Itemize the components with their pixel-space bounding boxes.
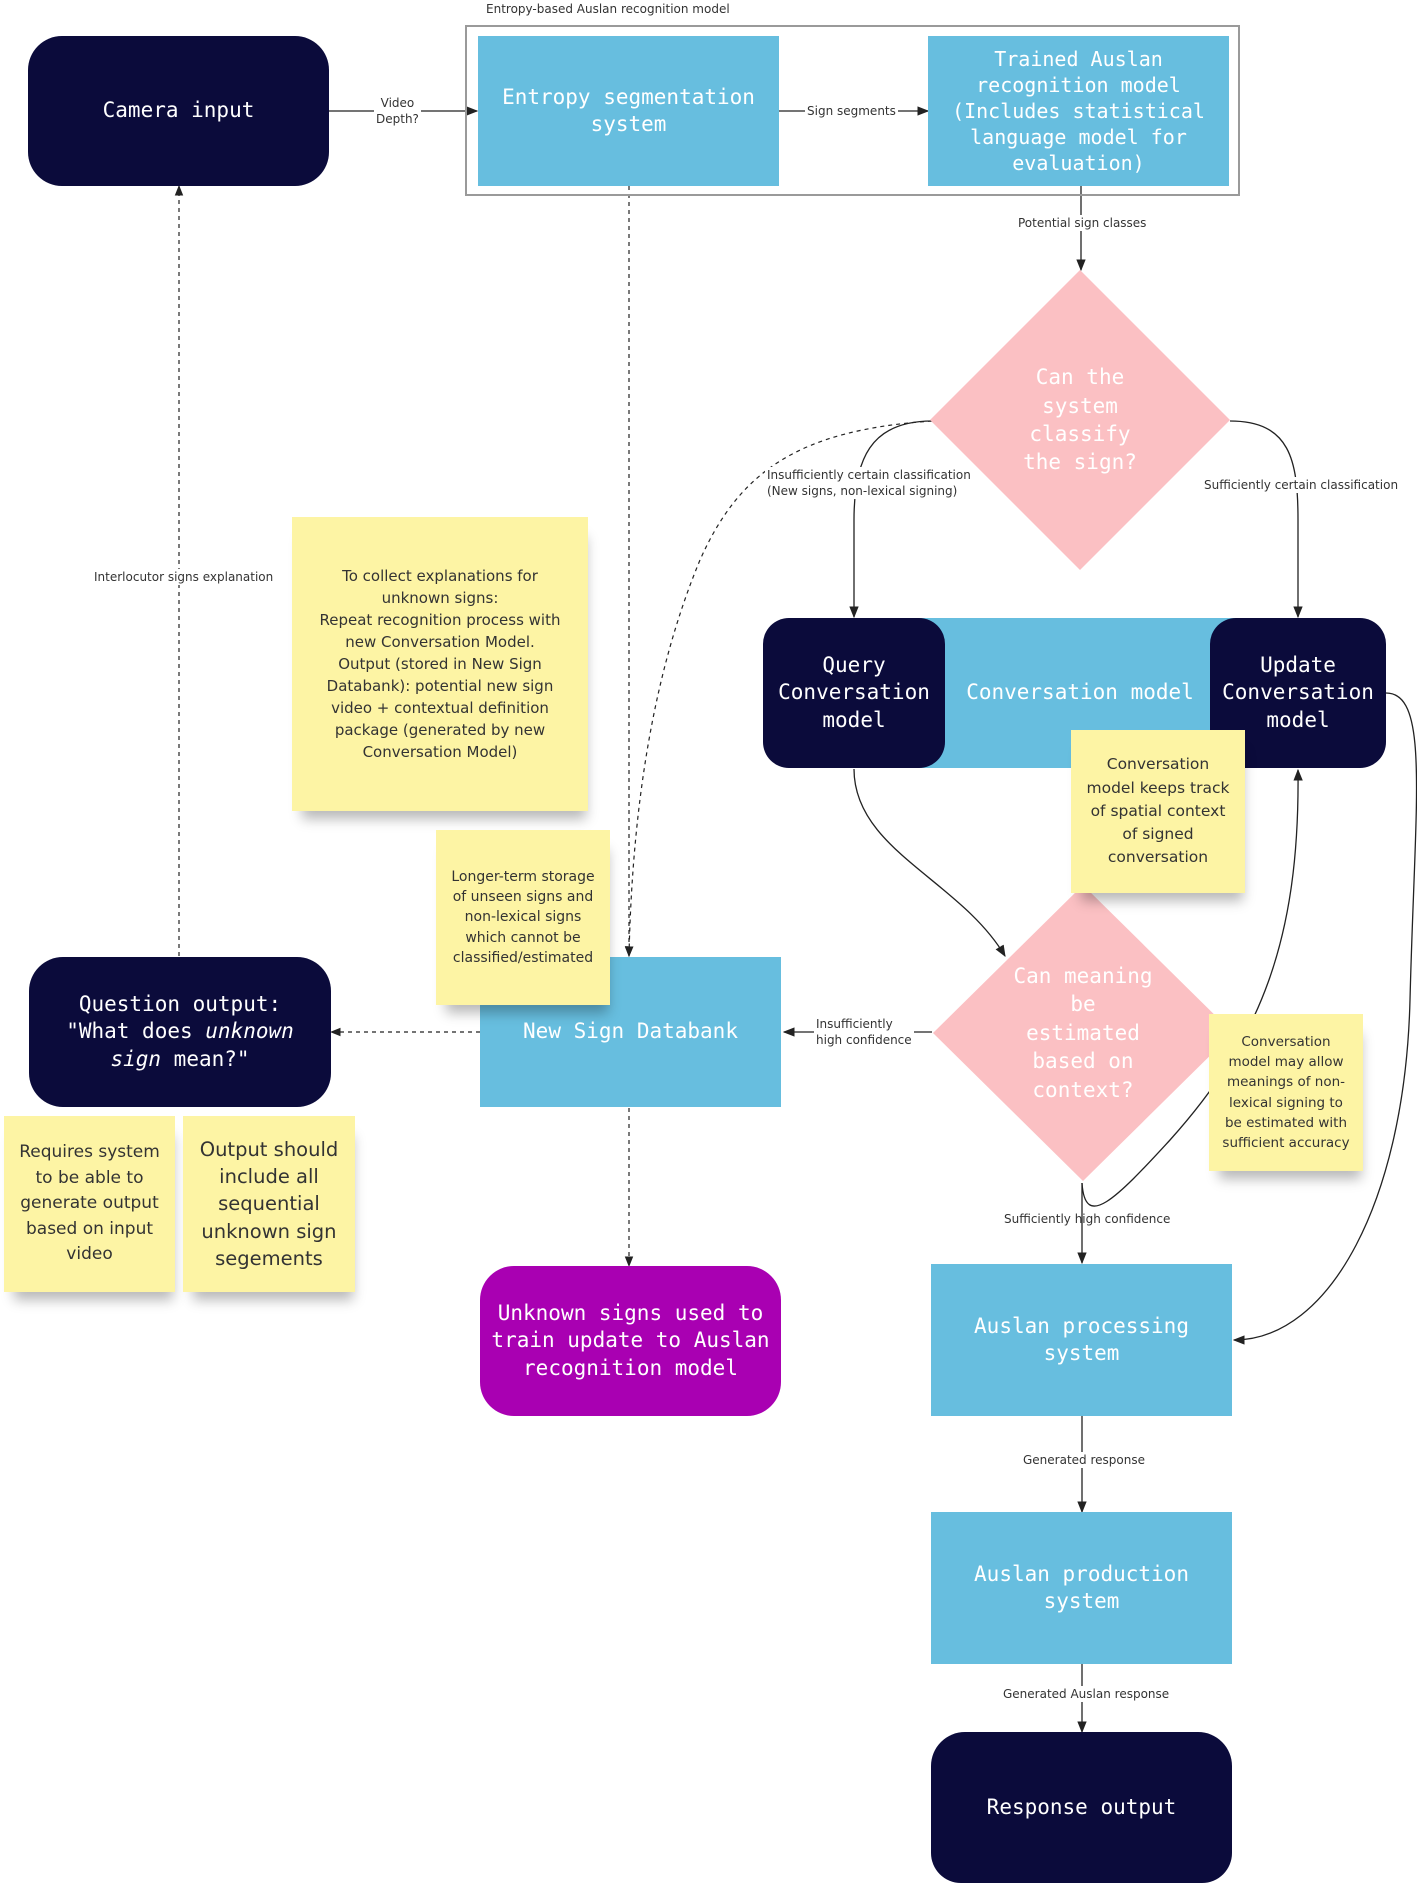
- edge-meaning-to-update: [1081, 768, 1303, 1207]
- camera-input-node: Camera input: [28, 36, 329, 186]
- label-generated-response: Generated response: [1021, 1452, 1147, 1469]
- label-video-depth: Video Depth?: [374, 95, 421, 128]
- question-output-node: Question output: "What does unknown sign…: [29, 957, 331, 1107]
- note-spatial-context: Conversation model keeps track of spatia…: [1071, 730, 1245, 893]
- response-output-node: Response output: [931, 1732, 1232, 1883]
- edge-classify-to-databank-dashed: [624, 420, 933, 958]
- meaning-decision-label: Can meaning be estimated based on contex…: [1013, 964, 1153, 1102]
- meaning-decision-diamond: [933, 885, 1233, 1181]
- edge-classify-to-query: [849, 420, 933, 619]
- edge-classify-to-update: [1229, 420, 1303, 619]
- query-conversation-node: Query Conversation model: [763, 618, 945, 768]
- unknown-signs-training-node: Unknown signs used to train update to Au…: [480, 1266, 781, 1416]
- note-non-lexical-meanings: Conversation model may allow meanings of…: [1209, 1014, 1363, 1171]
- recognition-model-group-title: Entropy-based Auslan recognition model: [486, 2, 730, 16]
- label-sign-segments: Sign segments: [805, 103, 898, 120]
- edge-query-to-meaning: [853, 768, 1006, 958]
- trained-recognition-model-node: Trained Auslan recognition model (Includ…: [928, 36, 1229, 186]
- label-insufficient-confidence: Insufficiently high confidence: [814, 1016, 914, 1049]
- label-potential-sign-classes: Potential sign classes: [1016, 215, 1149, 232]
- label-sufficient-classification: Sufficiently certain classification: [1202, 477, 1401, 494]
- auslan-production-node: Auslan production system: [931, 1512, 1232, 1664]
- label-sufficient-confidence: Sufficiently high confidence: [1004, 1212, 1171, 1226]
- label-insufficient-classification: Insufficiently certain classification (N…: [765, 467, 973, 500]
- edge-update-to-processing: [1232, 692, 1417, 1345]
- entropy-segmentation-node: Entropy segmentation system: [478, 36, 779, 186]
- question-output-text: Question output: "What does unknown sign…: [66, 992, 294, 1071]
- classify-decision-label: Can the system classify the sign?: [1023, 365, 1137, 475]
- note-sequential-output: Output should include all sequential unk…: [183, 1116, 355, 1292]
- label-interlocutor-explanation: Interlocutor signs explanation: [92, 569, 276, 586]
- recognition-model-group: [465, 25, 1240, 196]
- auslan-processing-node: Auslan processing system: [931, 1264, 1232, 1416]
- note-collect-explanations: To collect explanations for unknown sign…: [292, 517, 588, 811]
- note-requires-output: Requires system to be able to generate o…: [4, 1116, 175, 1292]
- classify-decision-diamond: [930, 270, 1230, 570]
- note-long-term-storage: Longer-term storage of unseen signs and …: [436, 830, 610, 1005]
- label-generated-auslan-response: Generated Auslan response: [1001, 1686, 1172, 1703]
